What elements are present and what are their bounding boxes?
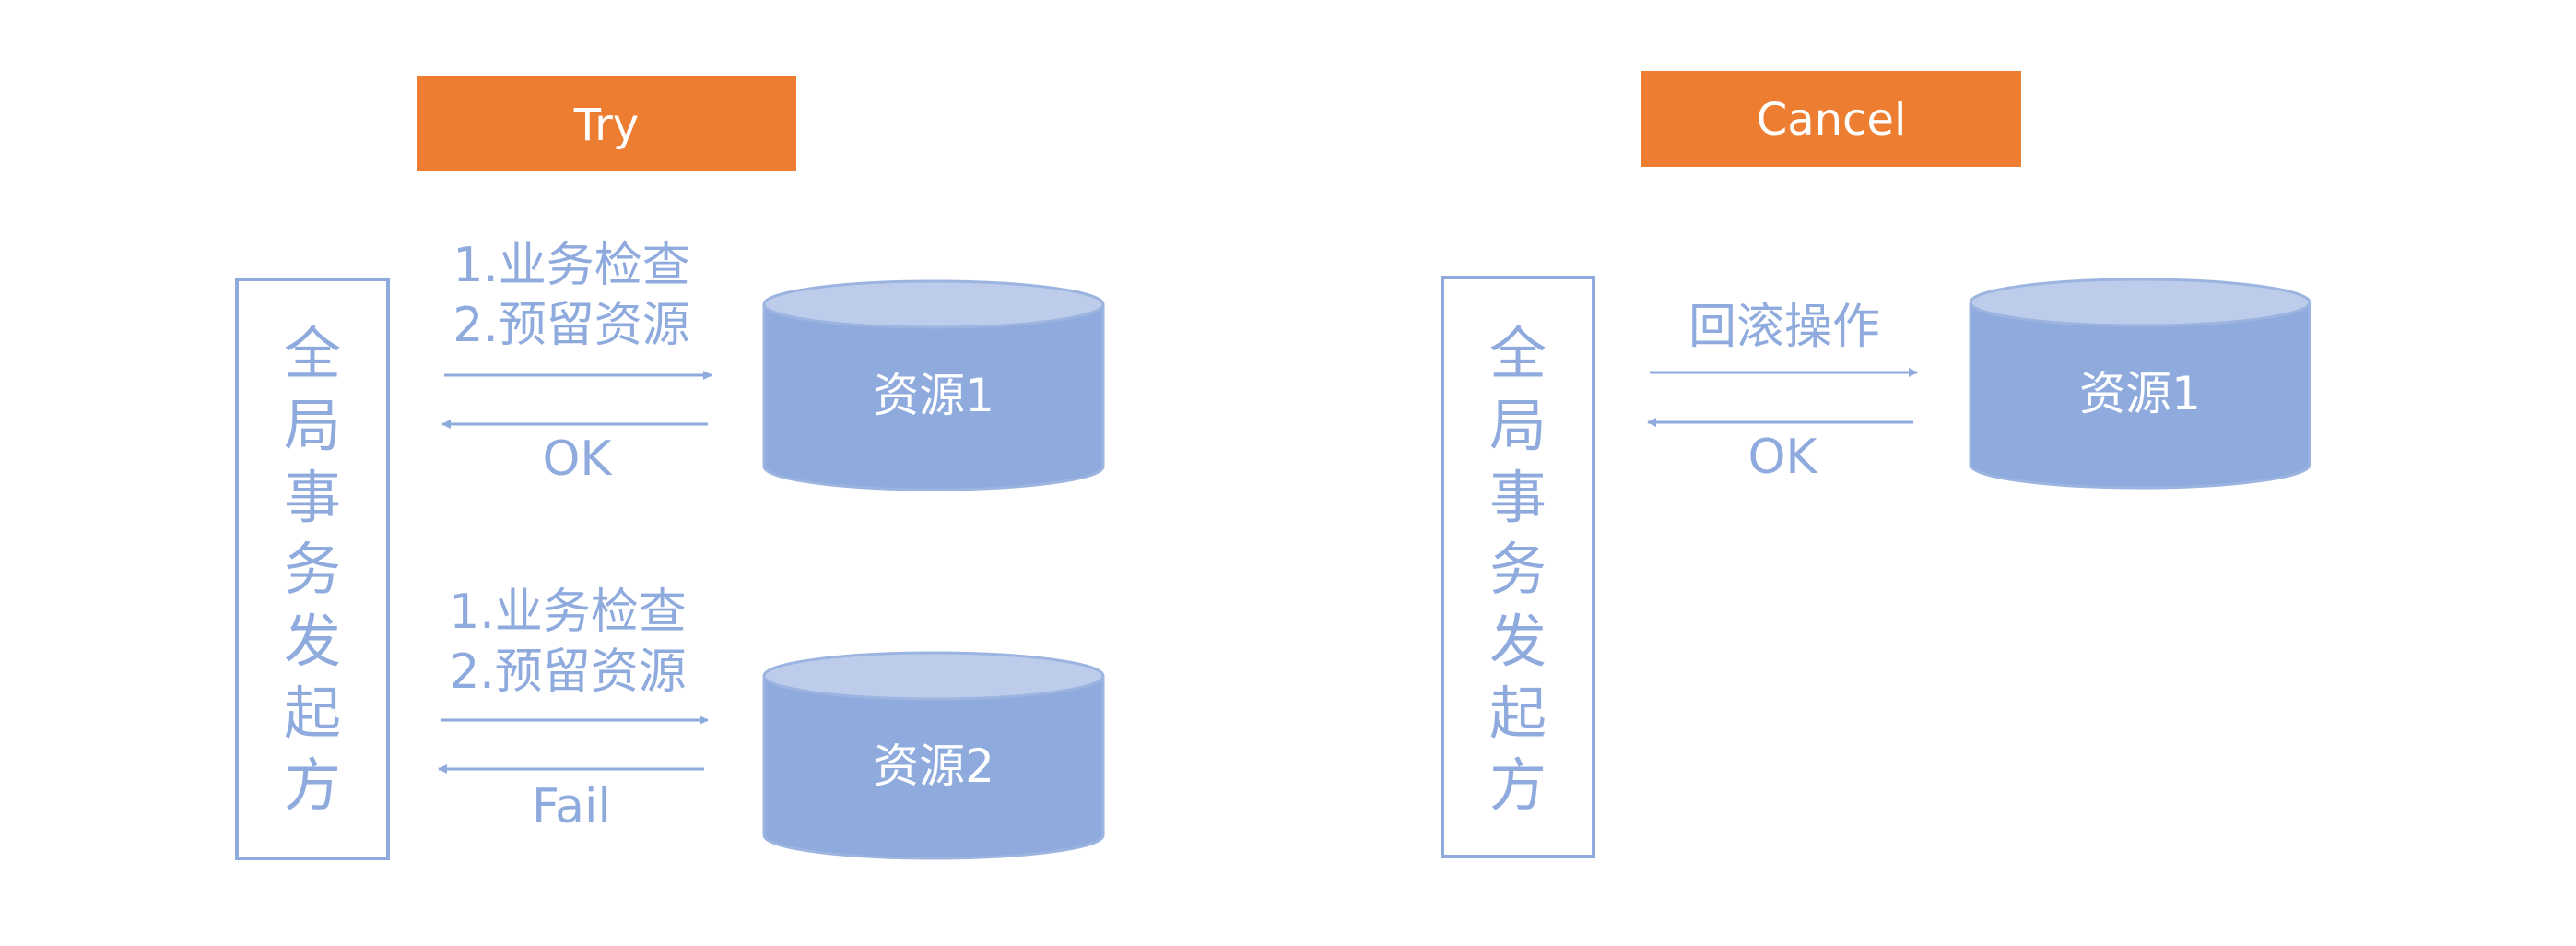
try-resource1-cylinder: 资源1 — [762, 279, 1105, 491]
try-initiator-char: 务 — [284, 536, 341, 603]
cancel-initiator-char: 方 — [1489, 751, 1547, 819]
try-initiator-char: 全 — [284, 320, 341, 387]
cancel-initiator-char: 发 — [1489, 608, 1547, 675]
cancel-initiator-char: 事 — [1489, 464, 1547, 531]
try-resource2-cylinder: 资源2 — [762, 651, 1105, 860]
cancel-resource1-label: 资源1 — [2079, 367, 2201, 420]
try-initiator-char: 局 — [284, 392, 341, 459]
cancel-panel: Cancel 全 局 事 务 发 起 方 回滚操作 OK 资源1 — [1441, 71, 2311, 858]
try-flow1-request-line2: 2.预留资源 — [453, 298, 690, 353]
try-initiator-char: 方 — [284, 751, 341, 819]
try-initiator-char: 发 — [284, 608, 341, 675]
cancel-initiator-char: 局 — [1489, 392, 1547, 459]
try-flow2-response-label: Fail — [532, 779, 611, 834]
try-flow1-response-label: OK — [542, 432, 613, 487]
cancel-initiator-char: 起 — [1489, 680, 1547, 747]
try-initiator-char: 起 — [284, 680, 341, 747]
try-initiator-char: 事 — [284, 464, 341, 531]
cancel-initiator-char: 务 — [1489, 536, 1547, 603]
cancel-header-box — [1641, 71, 2021, 167]
try-flow2-request-line2: 2.预留资源 — [449, 644, 687, 700]
cancel-resource1-cylinder: 资源1 — [1969, 278, 2311, 490]
try-flow1-request-line1: 1.业务检查 — [453, 238, 690, 293]
cancel-initiator-char: 全 — [1489, 320, 1547, 387]
try-header-box — [417, 76, 796, 171]
try-initiator-box — [235, 278, 390, 860]
cancel-flow1-response-label: OK — [1747, 430, 1818, 485]
cancel-flow1-request-line1: 回滚操作 — [1688, 300, 1880, 355]
try-flow2-request-line1: 1.业务检查 — [449, 585, 687, 640]
try-panel: Try 全 局 事 务 发 起 方 1.业务检查 2.预留资源 OK 资源1 1… — [235, 76, 1105, 860]
cancel-header-label: Cancel — [1757, 94, 1907, 146]
cancel-initiator-box — [1441, 276, 1595, 858]
try-header-label: Try — [573, 100, 639, 151]
try-resource2-label: 资源2 — [873, 739, 994, 793]
try-resource1-label: 资源1 — [873, 369, 994, 422]
